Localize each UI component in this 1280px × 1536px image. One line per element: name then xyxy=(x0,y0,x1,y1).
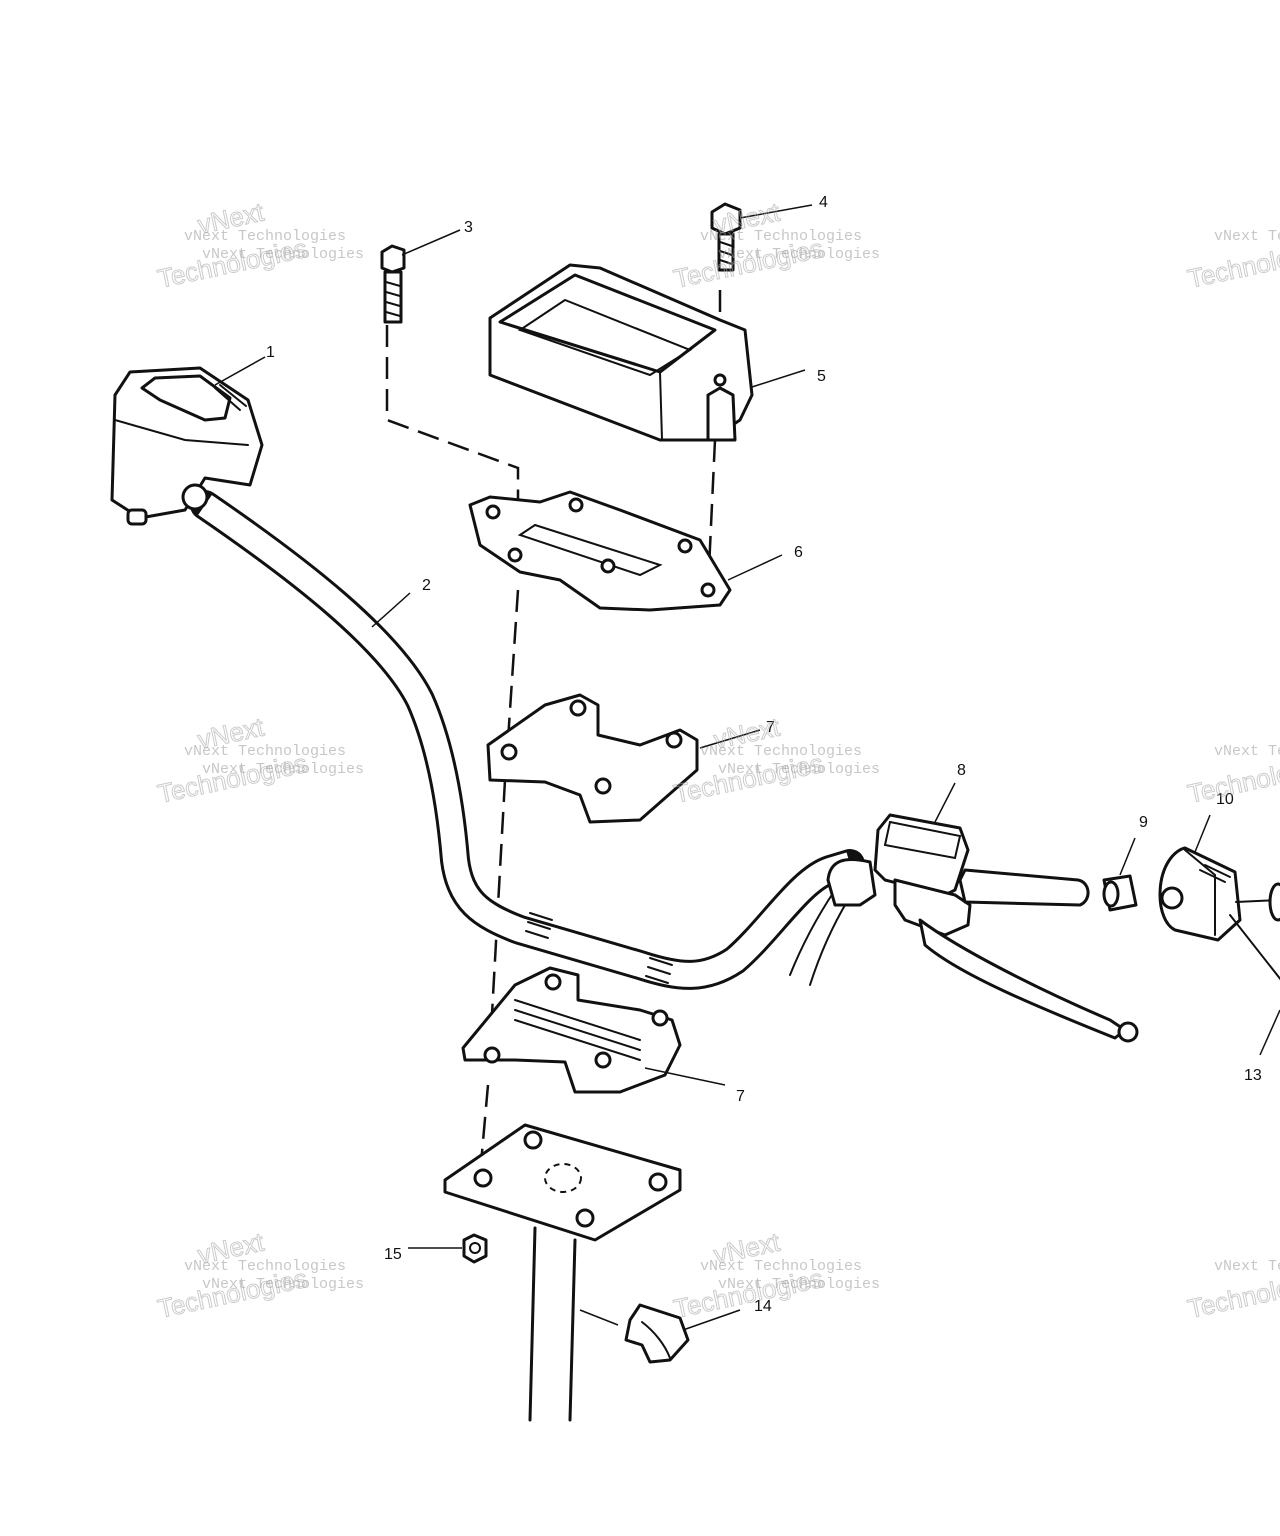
svg-text:vNext Technologies: vNext Technologies xyxy=(700,743,862,760)
watermark-top-center: vNext Technologies vNext Technologies Te… xyxy=(671,196,881,294)
svg-text:vNext Technologies: vNext Technologies xyxy=(1214,1258,1280,1275)
svg-text:vNext Technologies: vNext Technologies xyxy=(202,1276,364,1293)
callout-9: 9 xyxy=(1139,814,1148,831)
watermark-top-left: vNext Technologies vNext Technologies Te… xyxy=(155,196,365,294)
svg-text:vNext Technologies: vNext Technologies xyxy=(718,1276,880,1293)
svg-text:vNext Technologies: vNext Technologies xyxy=(202,246,364,263)
svg-text:vNext Technologies: vNext Technologies xyxy=(184,1258,346,1275)
svg-text:vNext Technologies: vNext Technologies xyxy=(1214,743,1280,760)
callout-8: 8 xyxy=(957,762,966,779)
callout-14: 14 xyxy=(754,1298,772,1315)
steering-post xyxy=(443,1123,682,1422)
handlebar xyxy=(190,490,865,990)
callout-1: 1 xyxy=(266,344,275,361)
svg-text:vNext Technologies: vNext Technologies xyxy=(1214,228,1280,245)
cable-clip xyxy=(624,1303,690,1364)
callout-13: 13 xyxy=(1244,1067,1262,1084)
callout-7-lower: 7 xyxy=(736,1088,745,1105)
upper-clamp xyxy=(486,693,699,824)
svg-text:vNext Technologies: vNext Technologies xyxy=(184,228,346,245)
svg-text:vNext Technologies: vNext Technologies xyxy=(718,761,880,778)
watermark-bottom-center: vNext Technologies vNext Technologies Te… xyxy=(671,1226,881,1324)
nut xyxy=(462,1233,488,1264)
watermark-mid-right: vNext Technologies Technologies xyxy=(1185,743,1280,809)
bolt-right xyxy=(710,202,742,272)
callout-2: 2 xyxy=(422,577,431,594)
svg-text:vNext Technologies: vNext Technologies xyxy=(700,228,862,245)
watermark-bottom-right: vNext Technologies Technologies xyxy=(1185,1258,1280,1324)
callout-6: 6 xyxy=(794,544,803,561)
callout-5: 5 xyxy=(817,368,826,385)
svg-text:vNext Technologies: vNext Technologies xyxy=(718,246,880,263)
left-switch-housing xyxy=(110,366,264,526)
watermark-bottom-left: vNext Technologies vNext Technologies Te… xyxy=(155,1226,365,1324)
watermark-mid-center: vNext Technologies vNext Technologies Te… xyxy=(671,711,881,809)
handlebar-cover xyxy=(488,263,754,442)
brake-master-cylinder xyxy=(826,813,1139,1043)
callout-10: 10 xyxy=(1216,791,1234,808)
throttle-housing xyxy=(1158,846,1280,981)
spacer xyxy=(1102,874,1138,912)
mounting-plate xyxy=(468,490,732,612)
callout-15: 15 xyxy=(384,1246,402,1263)
bolt-left xyxy=(380,244,406,324)
svg-text:vNext Technologies: vNext Technologies xyxy=(700,1258,862,1275)
watermark-top-right: vNext Technologies Technologies xyxy=(1185,228,1280,294)
callout-labels: 1 2 3 4 5 6 7 7 8 9 10 13 14 15 xyxy=(266,194,1262,1315)
assembly-lines xyxy=(385,290,722,1176)
watermark-mid-left: vNext Technologies vNext Technologies Te… xyxy=(155,711,365,809)
svg-text:vNext Technologies: vNext Technologies xyxy=(202,761,364,778)
lower-clamp xyxy=(461,966,682,1094)
callout-3: 3 xyxy=(464,219,473,236)
watermarks: vNext Technologies vNext Technologies Te… xyxy=(155,196,1280,1324)
svg-text:vNext Technologies: vNext Technologies xyxy=(184,743,346,760)
callout-4: 4 xyxy=(819,194,828,211)
leader-lines xyxy=(214,204,1280,1331)
callout-7-upper: 7 xyxy=(766,719,775,736)
